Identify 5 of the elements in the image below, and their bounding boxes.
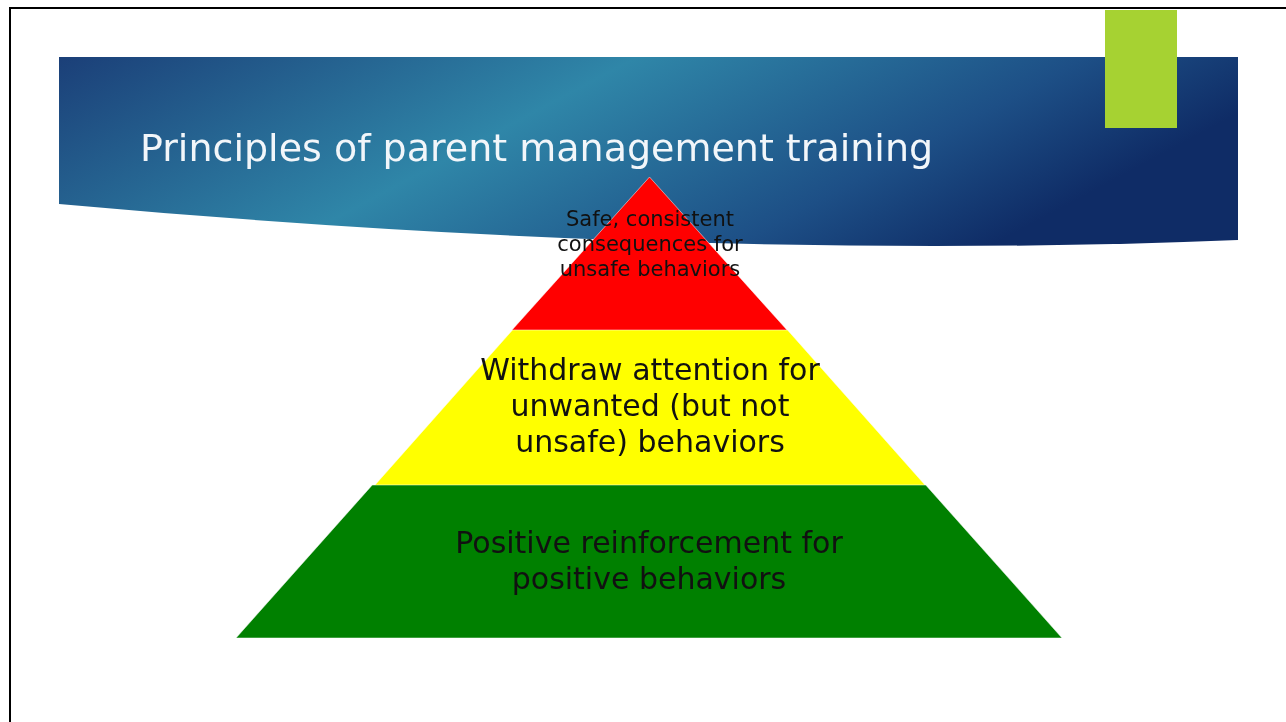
pyramid-tier xyxy=(375,330,925,485)
slide-title: Principles of parent management training xyxy=(140,126,934,170)
tier-label: Positive reinforcement for positive behaviors xyxy=(454,525,844,597)
pyramid-tier xyxy=(236,485,1062,638)
tier-label: Withdraw attention for unwanted (but not unsafe) behaviors xyxy=(479,352,821,460)
